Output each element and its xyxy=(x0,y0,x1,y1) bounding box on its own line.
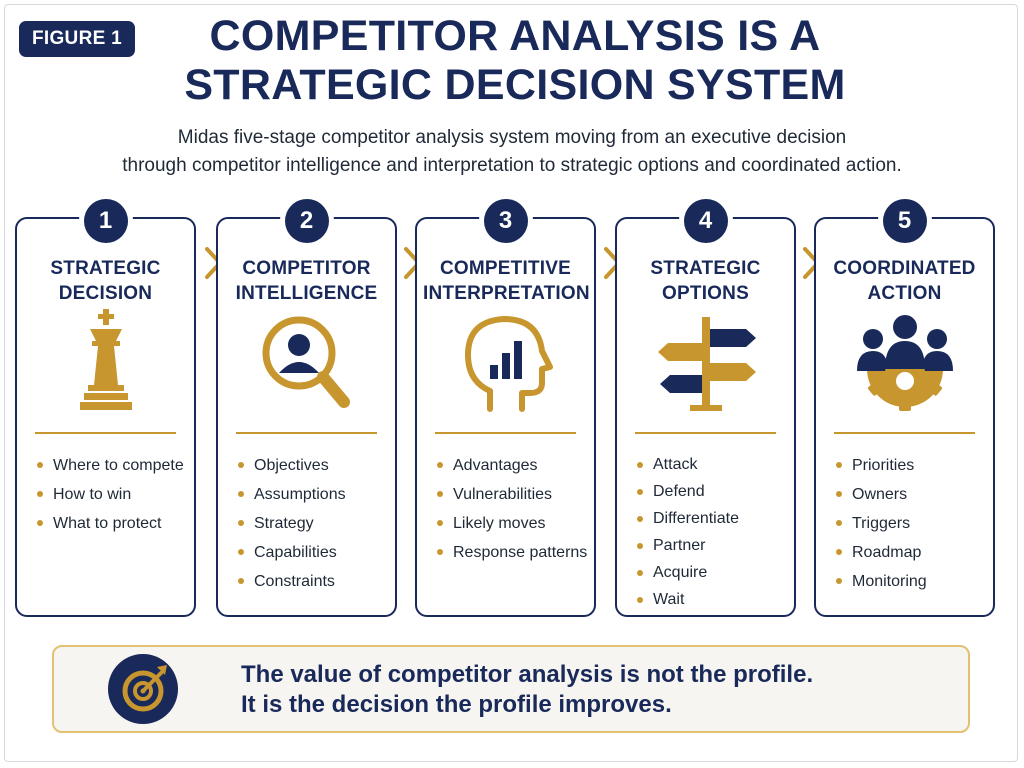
subtitle-line-2: through competitor intelligence and inte… xyxy=(122,155,902,176)
list-item: Constraints xyxy=(238,567,389,596)
figure-frame xyxy=(4,4,1018,762)
list-item: Strategy xyxy=(238,509,389,538)
magnifier-person-icon xyxy=(247,307,367,417)
stage-item-list: Priorities Owners Triggers Roadmap Monit… xyxy=(836,451,987,596)
stage-item-list: Advantages Vulnerabilities Likely moves … xyxy=(437,451,588,567)
stage-number-badge: 5 xyxy=(882,199,927,243)
list-item: How to win xyxy=(37,480,188,509)
stage-number-badge: 4 xyxy=(683,199,728,243)
list-item: Likely moves xyxy=(437,509,588,538)
target-arrow-icon xyxy=(107,653,179,725)
list-item: Vulnerabilities xyxy=(437,480,588,509)
key-message-text: The value of competitor analysis is not … xyxy=(241,660,813,720)
list-item: Roadmap xyxy=(836,538,987,567)
subtitle-line-1: Midas five-stage competitor analysis sys… xyxy=(177,127,847,148)
team-gear-icon xyxy=(845,307,965,417)
stage-card-competitive-interpretation: 3 COMPETITIVE INTERPRETATION Advantages … xyxy=(415,199,596,617)
list-item: Owners xyxy=(836,480,987,509)
stage-card-strategic-decision: 1 STRATEGIC DECISION Where to compete Ho… xyxy=(15,199,196,617)
stage-title: COMPETITOR INTELLIGENCE xyxy=(235,258,378,304)
list-item: Response patterns xyxy=(437,538,588,567)
figure-badge: FIGURE 1 xyxy=(19,21,135,57)
stage-number-badge: 2 xyxy=(284,199,329,243)
list-item: Acquire xyxy=(637,559,788,586)
stage-number-badge: 3 xyxy=(483,199,528,243)
head-chart-icon xyxy=(446,307,566,417)
stage-item-list: Where to compete How to win What to prot… xyxy=(37,451,188,538)
stage-title: STRATEGIC DECISION xyxy=(50,258,161,304)
stage-card-coordinated-action: 5 COORDINATED ACTION Priorities xyxy=(814,199,995,617)
list-item: Where to compete xyxy=(37,451,188,480)
list-item: Objectives xyxy=(238,451,389,480)
list-item: What to protect xyxy=(37,509,188,538)
stage-divider xyxy=(236,432,377,434)
signpost-icon xyxy=(646,307,766,417)
key-message-callout: The value of competitor analysis is not … xyxy=(52,645,970,733)
page-title: COMPETITOR ANALYSIS IS A STRATEGIC DECIS… xyxy=(120,12,910,110)
stage-title: COMPETITIVE INTERPRETATION xyxy=(423,258,590,304)
list-item: Wait xyxy=(637,586,788,613)
stage-divider xyxy=(635,432,776,434)
list-item: Defend xyxy=(637,478,788,505)
stage-divider xyxy=(834,432,975,434)
stage-divider xyxy=(435,432,576,434)
list-item: Assumptions xyxy=(238,480,389,509)
stage-number-badge: 1 xyxy=(83,199,128,243)
stage-title: STRATEGIC OPTIONS xyxy=(650,258,761,304)
key-message-line-1: The value of competitor analysis is not … xyxy=(241,661,814,688)
list-item: Differentiate xyxy=(637,505,788,532)
subtitle: Midas five-stage competitor analysis sys… xyxy=(70,124,954,180)
list-item: Priorities xyxy=(836,451,987,480)
list-item: Partner xyxy=(637,532,788,559)
stage-item-list: Attack Defend Differentiate Partner Acqu… xyxy=(637,451,788,613)
stage-title: COORDINATED ACTION xyxy=(833,258,976,304)
list-item: Monitoring xyxy=(836,567,987,596)
key-message-line-2: It is the decision the profile improves. xyxy=(241,691,672,718)
stage-divider xyxy=(35,432,176,434)
chess-king-icon xyxy=(46,307,166,417)
stage-card-competitor-intelligence: 2 COMPETITOR INTELLIGENCE Objectives Ass… xyxy=(216,199,397,617)
list-item: Advantages xyxy=(437,451,588,480)
list-item: Attack xyxy=(637,451,788,478)
stage-item-list: Objectives Assumptions Strategy Capabili… xyxy=(238,451,389,596)
title-line-1: COMPETITOR ANALYSIS IS A xyxy=(209,12,821,60)
stage-card-strategic-options: 4 STRATEGIC OPTIONS Attack Defend Differ… xyxy=(615,199,796,617)
list-item: Capabilities xyxy=(238,538,389,567)
title-line-2: STRATEGIC DECISION SYSTEM xyxy=(184,61,846,109)
list-item: Triggers xyxy=(836,509,987,538)
